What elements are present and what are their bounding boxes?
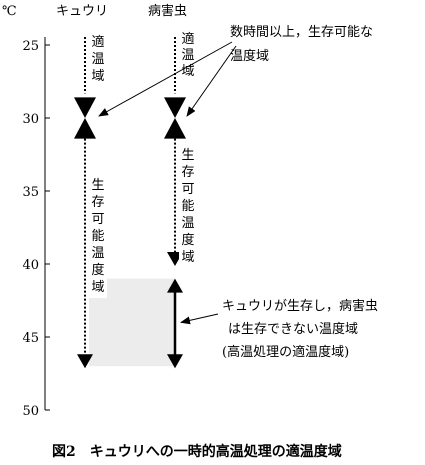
pest-hourglass-top bbox=[164, 97, 186, 118]
annotation-top-line1: 数時間以上，生存可能な bbox=[230, 25, 373, 40]
vertical-label-char: 度 bbox=[91, 262, 104, 278]
vertical-label-char: 域 bbox=[91, 280, 104, 295]
vertical-label-char: 度 bbox=[181, 232, 194, 248]
cucumber-survival-end-arrow bbox=[77, 354, 93, 369]
vertical-label-char: 存 bbox=[181, 165, 194, 180]
vertical-label-char: 域 bbox=[181, 250, 194, 265]
pest-hourglass-bottom bbox=[164, 118, 186, 139]
treatment-zone-top-arrow bbox=[167, 278, 183, 293]
vertical-label-char: 適 bbox=[91, 34, 104, 50]
vertical-label-char: 能 bbox=[181, 199, 194, 214]
vertical-label-char: 能 bbox=[91, 229, 104, 244]
vertical-label-char: 生 bbox=[181, 148, 194, 163]
axis-tick-label: 30 bbox=[22, 112, 39, 127]
axis-tick-label: 25 bbox=[22, 39, 39, 54]
axis-tick-label: 35 bbox=[22, 185, 39, 200]
axis-tick-label: 40 bbox=[22, 258, 39, 273]
vertical-label-char: 温 bbox=[91, 52, 104, 67]
vertical-label-char: 温 bbox=[181, 48, 194, 63]
annotation-bottom-line3: (高温処理の適温度域) bbox=[222, 344, 349, 360]
vertical-label-char: 存 bbox=[91, 195, 104, 210]
vertical-label-char: 適 bbox=[181, 31, 194, 47]
column-header-cucumber: キュウリ bbox=[56, 4, 108, 19]
vertical-label-char: 温 bbox=[91, 246, 104, 261]
vertical-label-char: 可 bbox=[91, 212, 104, 227]
annotation-top-leader-pest bbox=[186, 45, 237, 117]
annotation-bottom-line1: キュウリが生存し，病害虫 bbox=[222, 298, 378, 314]
vertical-label-char: 可 bbox=[181, 182, 194, 197]
vertical-label-char: 域 bbox=[91, 69, 104, 84]
annotation-bottom-line2: は生存できない温度域 bbox=[228, 321, 358, 337]
annotation-top-line2: 温度域 bbox=[230, 48, 269, 64]
annotation-top-leader-cucumber bbox=[98, 41, 233, 117]
vertical-label-char: 温 bbox=[181, 216, 194, 231]
axis-ticks: 25 30 35 40 45 50 bbox=[22, 39, 50, 419]
treatment-zone-bottom-arrow bbox=[167, 354, 183, 369]
annotation-bottom-leader bbox=[180, 313, 219, 325]
cucumber-hourglass-bottom bbox=[74, 118, 96, 139]
figure-caption: 図2 キュウリへの一時的高温処理の適温度域 bbox=[52, 443, 342, 460]
cucumber-optimal-label: 適温域 bbox=[89, 32, 107, 87]
axis-tick-label: 50 bbox=[22, 404, 39, 419]
axis-unit: ℃ bbox=[2, 4, 17, 19]
vertical-label-char: 生 bbox=[91, 178, 104, 193]
cucumber-hourglass-top bbox=[74, 97, 96, 118]
axis-tick-label: 45 bbox=[22, 331, 39, 346]
pest-optimal-label: 適温域 bbox=[179, 29, 197, 81]
column-header-pest: 病害虫 bbox=[148, 3, 187, 19]
